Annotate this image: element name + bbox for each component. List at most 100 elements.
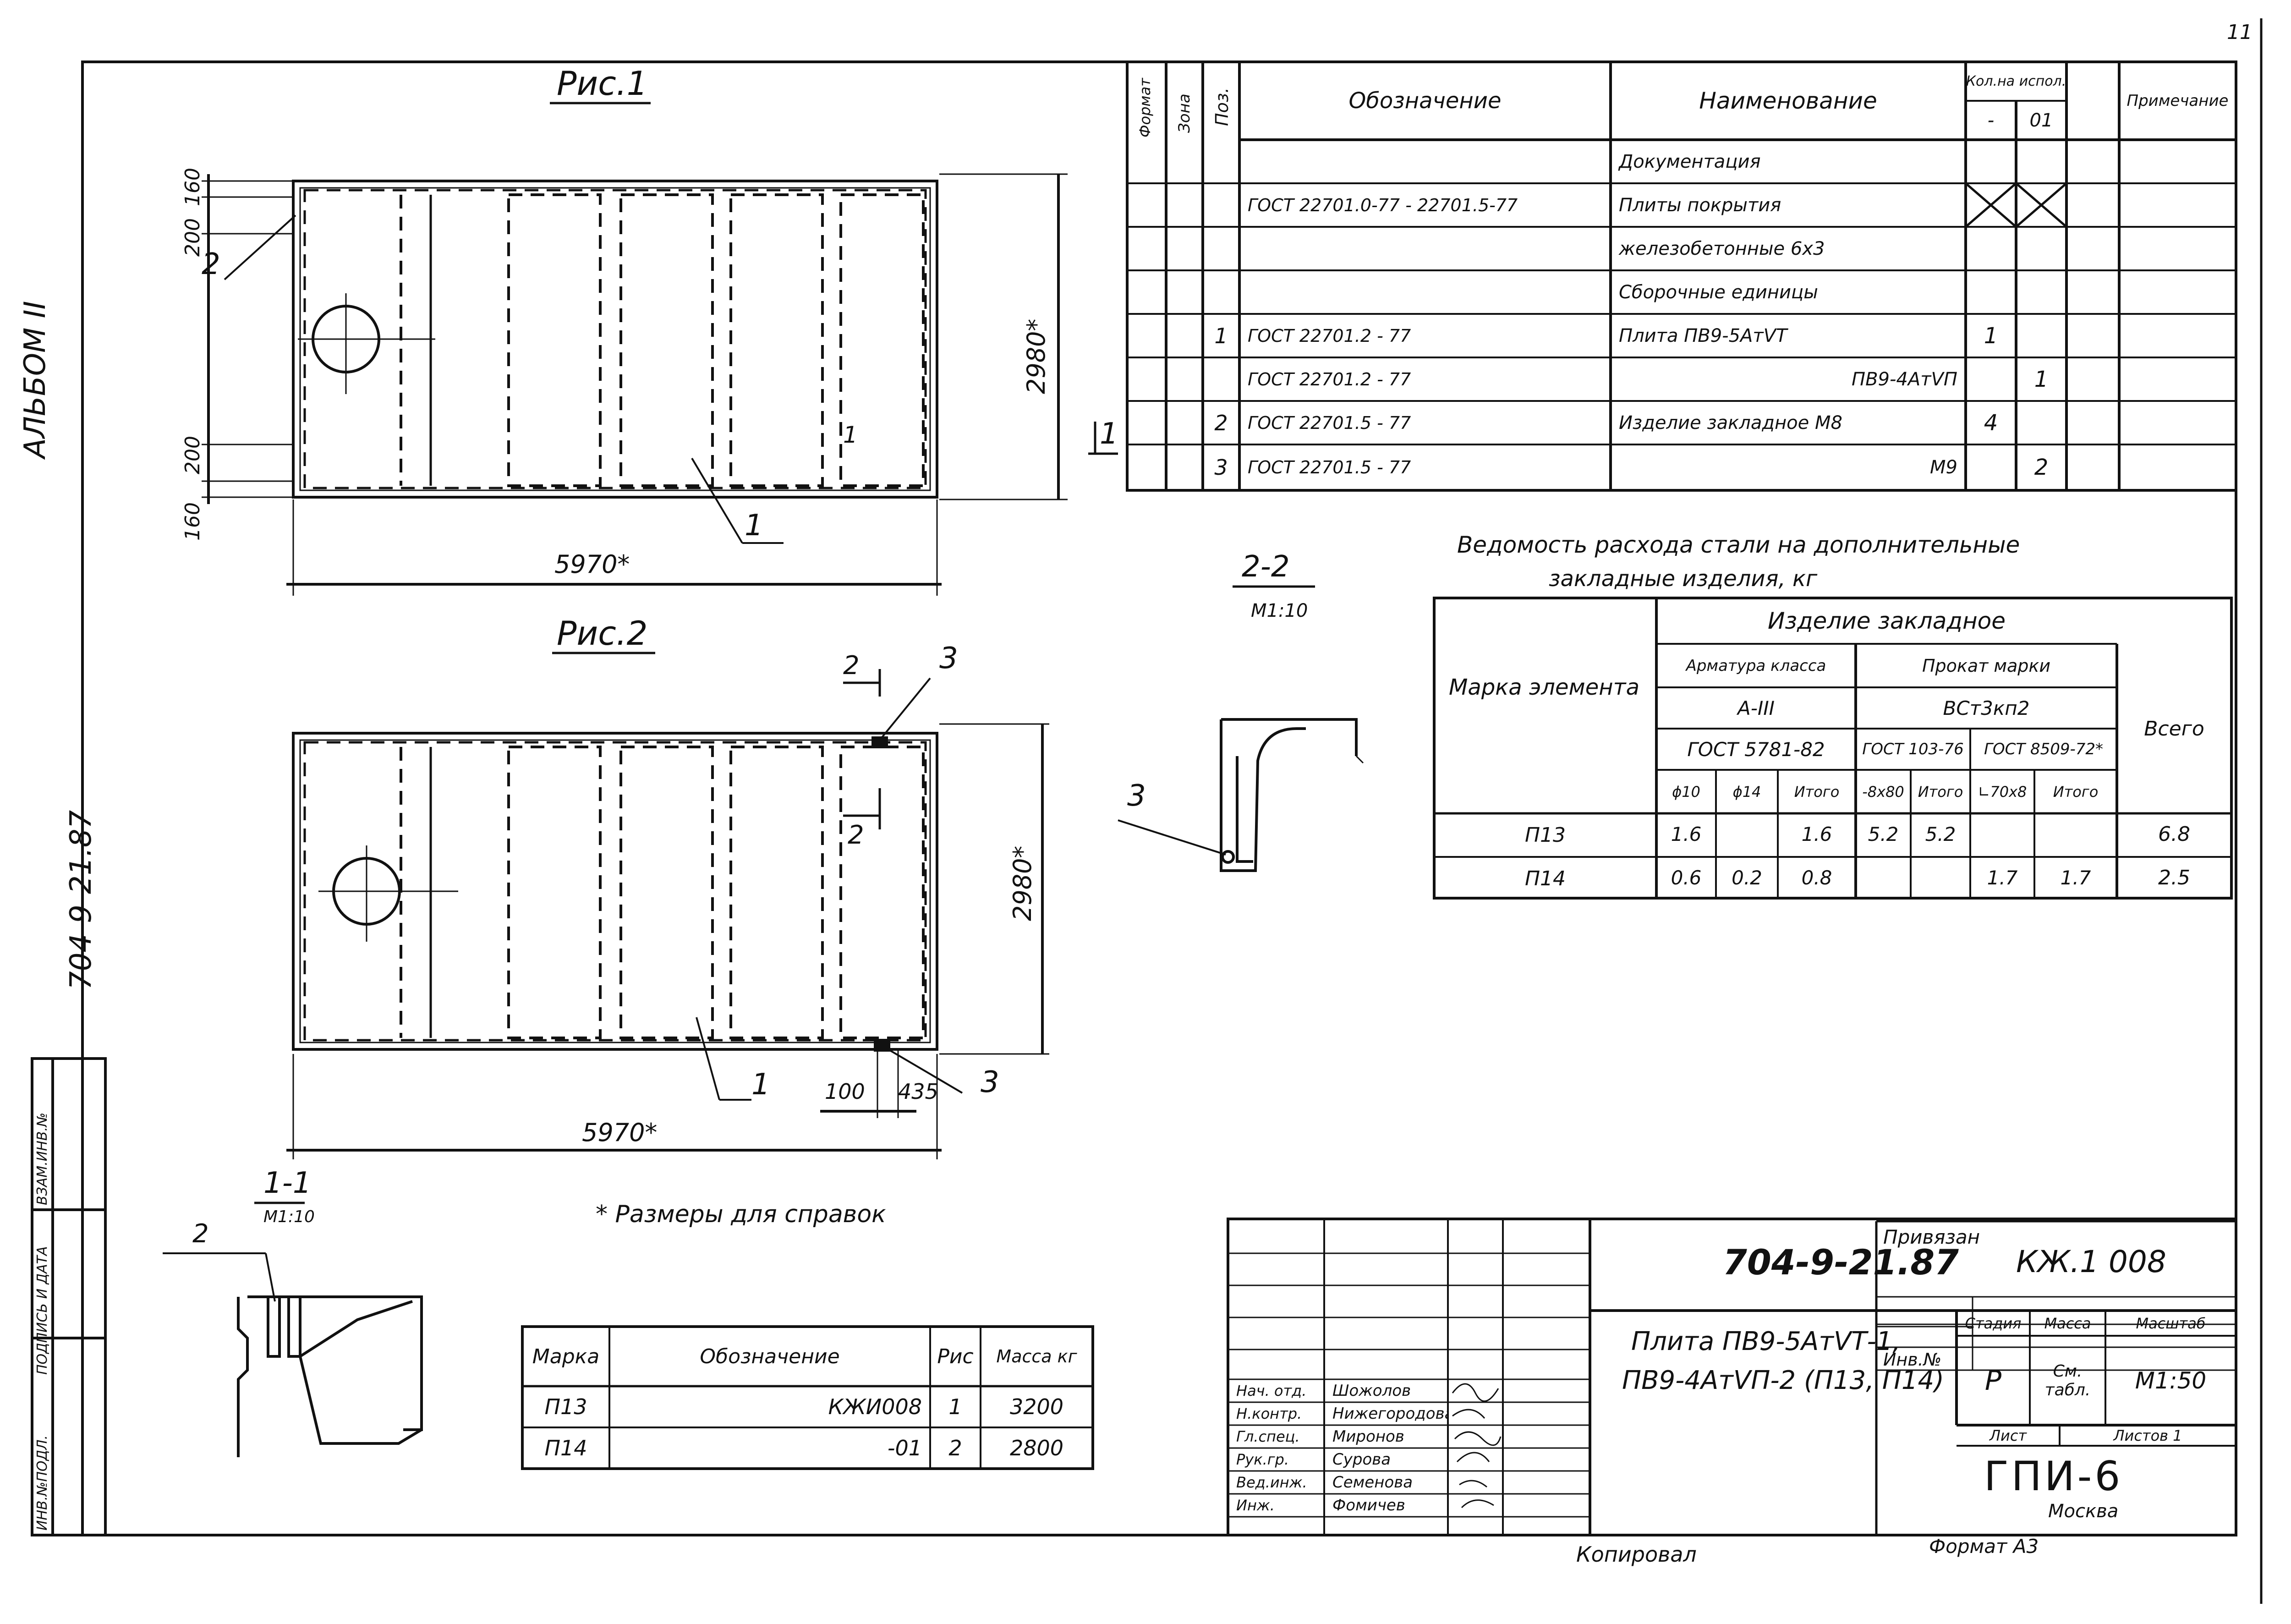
mark-table-cell: 3200 — [1009, 1394, 1064, 1419]
fig2-section-mark-a: 2 — [843, 651, 860, 680]
spec-row-name: Изделие закладное М8 — [1619, 412, 1842, 433]
title-person-name: Нижегородова — [1332, 1405, 1448, 1423]
steel-row-value: 0.2 — [1732, 866, 1762, 889]
steel-header-rebar: Арматура класса — [1686, 656, 1826, 675]
spec-row-qty-b — [2016, 270, 2066, 314]
fig2-dim-a: 100 — [825, 1079, 865, 1104]
section-2-2-scale: М1:10 — [1251, 600, 1308, 621]
section-2-2-title: 2-2 — [1242, 550, 1290, 584]
spec-row-designation: ГОСТ 22701.5 - 77 — [1248, 412, 1411, 433]
steel-rebar-class: А-III — [1737, 697, 1775, 719]
spec-header-qty: Кол.на испол. — [1966, 73, 2066, 89]
spec-row-name: ПВ9-4АтVП — [1852, 368, 1957, 390]
side-stamp-inv: ИНВ.№ПОДЛ. — [34, 1435, 50, 1531]
title-stage-label: Стадия — [1965, 1314, 2022, 1332]
title-code: 704-9-21.87 — [1723, 1242, 1959, 1283]
steel-row-value — [2034, 813, 2117, 855]
spec-row-qty-b — [2016, 183, 2066, 227]
mark-table-header: Обозначение — [700, 1344, 840, 1368]
spec-row-pos: 2 — [1214, 410, 1228, 435]
section-1-1-scale: М1:10 — [263, 1207, 315, 1226]
title-city: Москва — [2048, 1501, 2119, 1522]
fig2-pos-3-bottom: 3 — [981, 1065, 999, 1099]
title-line-1: Плита ПВ9-5АтVТ-1, — [1631, 1327, 1901, 1356]
title-sheet-label: Лист — [1989, 1426, 2027, 1444]
fig1-section-mark-a: 1 — [843, 422, 858, 448]
steel-row-value — [1911, 857, 1970, 898]
fig2-title: Рис.2 — [557, 614, 648, 653]
spec-row-designation — [1239, 270, 1611, 314]
privyazan-label: Привязан — [1883, 1226, 1980, 1248]
steel-subheader: Итого — [1918, 783, 1963, 801]
spec-row-qty-b: 2 — [2034, 455, 2049, 480]
page-number: 11 — [2227, 21, 2253, 44]
fig2-height-dim: 2980* — [1008, 845, 1037, 921]
spec-row-designation: ГОСТ 22701.2 - 77 — [1248, 325, 1411, 346]
spec-row-pos — [1203, 183, 1239, 227]
steel-header-mark: Марка элемента — [1448, 675, 1639, 700]
steel-subheader: Итого — [1794, 783, 1840, 801]
album-label: АЛЬБОМ II — [18, 301, 52, 458]
spec-header-qty-a: - — [1987, 110, 1995, 131]
mark-table-header: Марка — [532, 1344, 600, 1368]
title-scale: М1:50 — [2135, 1367, 2207, 1394]
steel-header-rolled: Прокат марки — [1922, 655, 2051, 676]
spec-row-designation — [1239, 140, 1611, 183]
steel-subheader: -8х80 — [1862, 783, 1904, 801]
mark-table-cell: 2 — [948, 1436, 962, 1460]
title-sheets-label: Листов 1 — [2113, 1426, 2182, 1444]
spec-header-note: Примечание — [2127, 92, 2229, 110]
mark-table-cell: -01 — [887, 1436, 922, 1460]
mark-table-header: Рис — [937, 1344, 974, 1368]
steel-gost-103: ГОСТ 103-76 — [1862, 740, 1964, 758]
reference-note: * Размеры для справок — [596, 1201, 886, 1228]
side-stamp-sign: ПОДПИСЬ И ДАТА — [34, 1246, 50, 1375]
steel-gost-8509: ГОСТ 8509-72* — [1984, 740, 2104, 758]
steel-row-value: 5.2 — [1925, 823, 1956, 845]
title-person-role: Вед.инж. — [1236, 1474, 1307, 1491]
spec-row-designation: ГОСТ 22701.2 - 77 — [1248, 369, 1411, 390]
footer-format: Формат А3 — [1929, 1535, 2039, 1558]
steel-subheader: Итого — [2053, 783, 2099, 801]
fig2-pos-1: 1 — [751, 1068, 770, 1102]
spec-row-qty-a — [1966, 140, 2016, 183]
spec-row-qty-b — [2016, 314, 2066, 357]
spec-row-name: Плита ПВ9-5АтVТ — [1619, 325, 1787, 346]
privyazan-inv: Инв.№ — [1883, 1350, 1942, 1370]
steel-subheader: ϕ10 — [1672, 783, 1700, 801]
mark-table-cell: 1 — [948, 1394, 962, 1419]
footer-copied: Копировал — [1576, 1542, 1697, 1567]
mark-table-cell: 2800 — [1009, 1436, 1064, 1460]
spec-header-format: Формат — [1136, 78, 1154, 137]
spec-header-designation: Обозначение — [1348, 88, 1502, 114]
fig2-dim-b: 435 — [898, 1079, 938, 1104]
steel-row-value — [1970, 813, 2034, 855]
steel-row-value: 5.2 — [1868, 823, 1899, 845]
title-person-role: Гл.спец. — [1236, 1428, 1300, 1445]
fig1-title: Рис.1 — [557, 64, 648, 103]
fig1-section-mark-b: 1 — [1100, 417, 1118, 451]
section-1-1-pos: 2 — [192, 1219, 209, 1249]
steel-row-value: 0.6 — [1671, 866, 1702, 889]
steel-row-value: 1.7 — [1987, 866, 2018, 889]
spec-row-designation: ГОСТ 22701.5 - 77 — [1248, 457, 1411, 477]
side-stamp-replace: ВЗАМ.ИНВ.№ — [34, 1112, 50, 1205]
vertical-code: 704-9-21.87 — [64, 810, 98, 990]
steel-rolled-grade: ВСт3кп2 — [1943, 697, 2030, 719]
spec-row-pos — [1203, 270, 1239, 314]
spec-header-zone: Зона — [1175, 93, 1194, 133]
spec-row-qty-a — [1966, 183, 2016, 227]
mark-table-cell: П13 — [544, 1394, 587, 1419]
steel-row-value: 1.6 — [1801, 823, 1832, 845]
spec-row-qty-b: 1 — [2034, 366, 2049, 392]
title-person-role: Рук.гр. — [1236, 1451, 1289, 1468]
spec-row-name: М9 — [1930, 457, 1957, 478]
spec-row-designation — [1239, 227, 1611, 270]
section-1-1-title: 1-1 — [263, 1166, 312, 1200]
fig1-pos-2: 2 — [202, 247, 220, 281]
steel-title-1: Ведомость расхода стали на дополнительны… — [1457, 532, 2020, 558]
title-person-name: Шожолов — [1332, 1382, 1411, 1400]
title-stage: Р — [1984, 1364, 2002, 1397]
fig1-width-dim: 5970* — [554, 550, 630, 579]
